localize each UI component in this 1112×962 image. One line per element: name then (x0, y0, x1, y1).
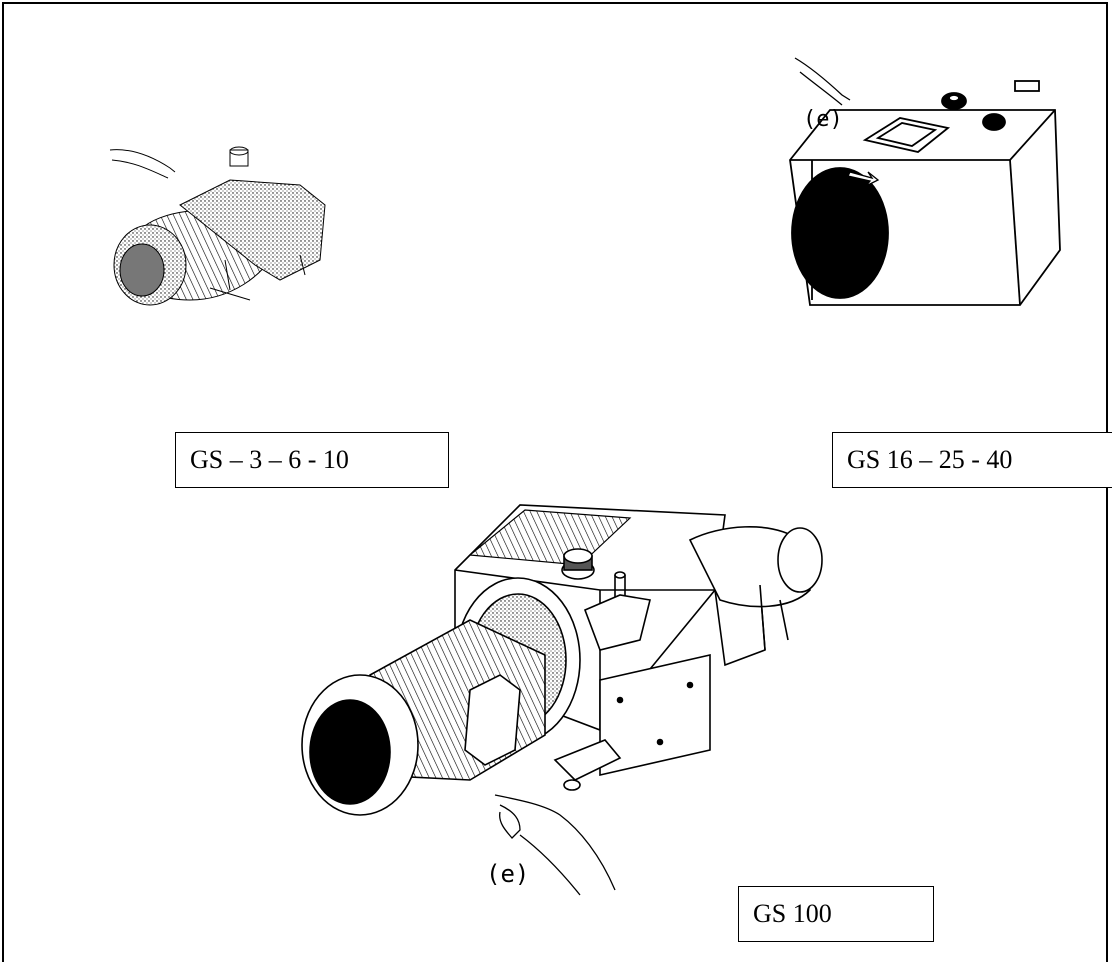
small-pump-drawing (109, 146, 326, 306)
hand-mark-mid: (e) (803, 107, 843, 132)
label-large-pump: GS 100 (738, 886, 934, 942)
top-grille (468, 509, 632, 566)
label-mid-pump: GS 16 – 25 - 40 (832, 432, 1112, 488)
hand-mark-large: (e) (486, 860, 530, 888)
label-small-pump: GS – 3 – 6 - 10 (175, 432, 449, 488)
large-pump-drawing (301, 504, 823, 896)
mid-pump-drawing (789, 57, 1061, 306)
